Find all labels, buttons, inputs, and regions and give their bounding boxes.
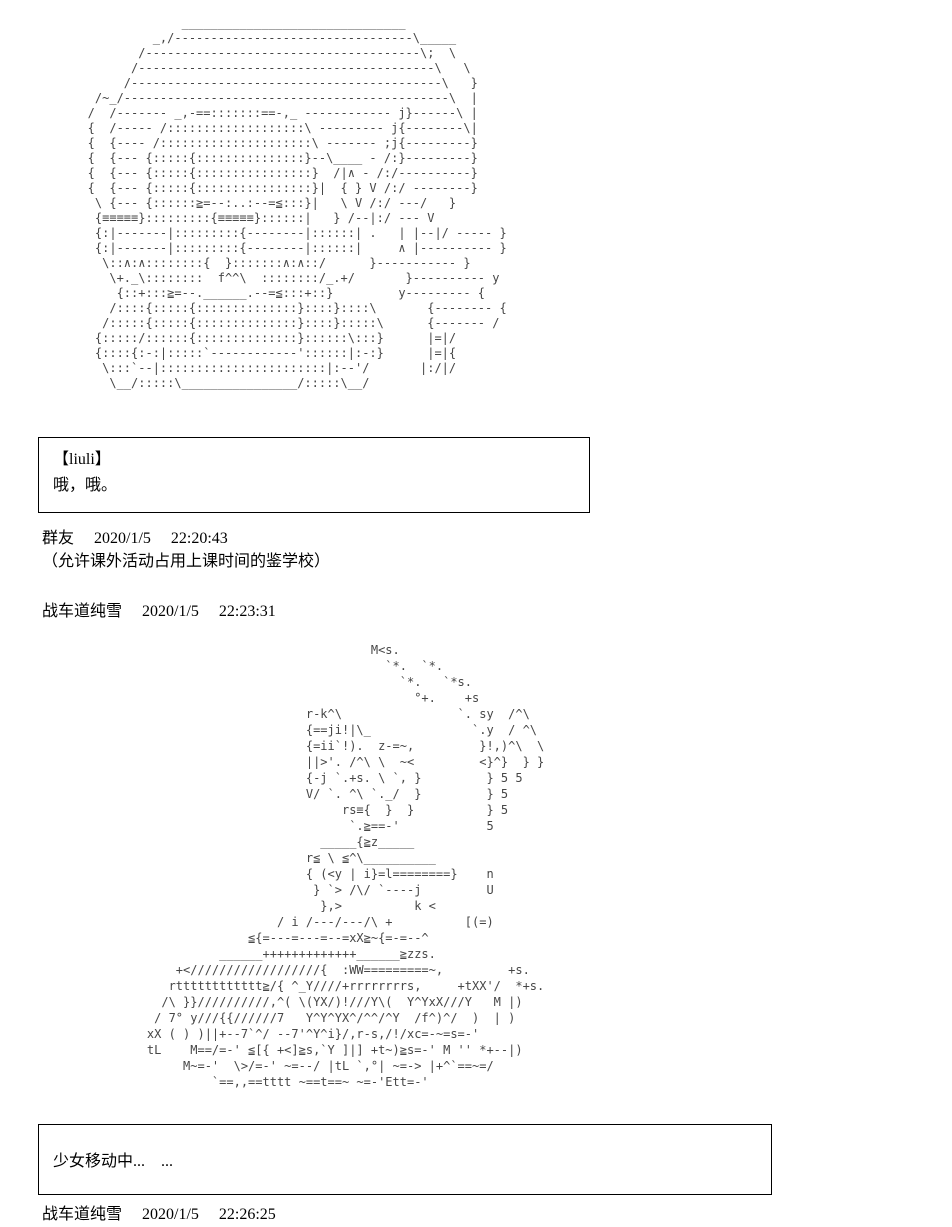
ascii-art-tank: M<s. `*. `*. `*. `*s. °+. +s r-k^\ ` xyxy=(146,643,545,1089)
message-time: 22:26:25 xyxy=(218,1206,276,1223)
dialog-box-narration: 少女移动中... ... xyxy=(38,1124,772,1195)
dialog-box-liuli: 【liuli】 哦，哦。 xyxy=(38,437,590,513)
dialog-speaker: 【liuli】 xyxy=(53,451,111,468)
sender-name: 战车道纯雪 xyxy=(42,603,123,620)
message-time: 22:20:43 xyxy=(170,530,228,547)
ascii-art-character: _______________________________ _,/-----… xyxy=(87,16,507,390)
message-date: 2020/1/5 xyxy=(94,530,151,547)
message-time: 22:23:31 xyxy=(218,603,276,620)
dialog-text: 少女移动中... ... xyxy=(53,1153,174,1170)
dialog-text: 哦，哦。 xyxy=(53,477,118,494)
parenthetical-note: （允许课外活动占用上课时间的鉴学校） xyxy=(42,553,331,570)
message-date: 2020/1/5 xyxy=(142,603,199,620)
message-meta-tank-2: 战车道纯雪 2020/1/5 22:26:25 xyxy=(42,1205,276,1225)
sender-name: 战车道纯雪 xyxy=(42,1206,123,1223)
message-meta-tank-1: 战车道纯雪 2020/1/5 22:23:31 xyxy=(42,602,276,622)
message-date: 2020/1/5 xyxy=(142,1206,199,1223)
sender-name: 群友 xyxy=(42,530,75,547)
message-meta-group: 群友 2020/1/5 22:20:43 xyxy=(42,529,228,549)
